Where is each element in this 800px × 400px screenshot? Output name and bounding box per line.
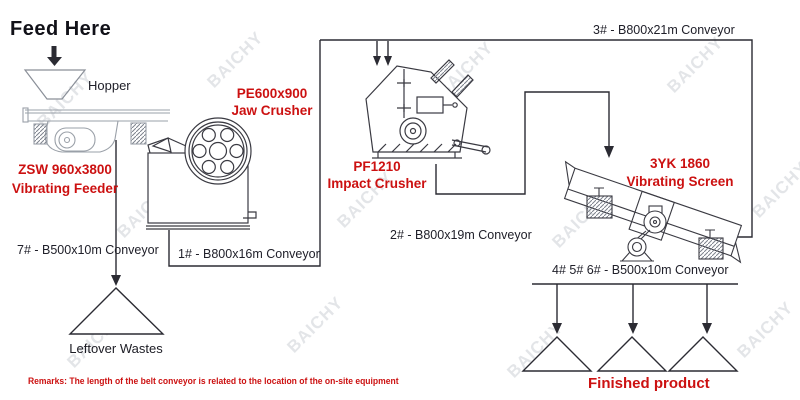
finished-product-label: Finished product bbox=[588, 375, 710, 392]
arrow-to-impact-1 bbox=[373, 56, 381, 66]
conveyor-7-label: 7# - B500x10m Conveyor bbox=[17, 243, 159, 257]
vibrating-screen-label: 3YK 1860 Vibrating Screen bbox=[608, 155, 752, 191]
conveyor-2-label: 2# - B800x19m Conveyor bbox=[390, 228, 532, 242]
vibrating-feeder-model: ZSW 960x3800 bbox=[18, 162, 112, 177]
vibrating-screen-model: 3YK 1860 bbox=[649, 156, 711, 171]
vibrating-screen-drawing bbox=[563, 160, 743, 264]
jaw-crusher-drawing bbox=[146, 117, 257, 230]
flow-arrowheads bbox=[47, 46, 712, 334]
impact-crusher-model: PF1210 bbox=[353, 159, 401, 174]
finished-pile-2 bbox=[596, 336, 668, 372]
arrow-to-impact-2 bbox=[384, 56, 392, 66]
feed-arrow-head bbox=[47, 57, 62, 66]
hopper-drawing bbox=[23, 69, 87, 100]
arrow-to-wastes bbox=[111, 275, 121, 286]
impact-crusher-label: PF1210 Impact Crusher bbox=[317, 158, 437, 192]
feed-here-label: Feed Here bbox=[10, 18, 112, 40]
conveyor-456-label: 4# 5# 6# - B500x10m Conveyor bbox=[552, 263, 729, 277]
finished-pile-1 bbox=[521, 336, 593, 372]
arrow-to-pile-1 bbox=[552, 323, 562, 334]
impact-crusher-name: Impact Crusher bbox=[327, 176, 427, 191]
arrow-to-screen bbox=[604, 146, 614, 158]
conveyor-456-drops bbox=[556, 284, 708, 324]
jaw-crusher-label: PE600x900 Jaw Crusher bbox=[222, 85, 322, 119]
conveyor-flow-lines bbox=[115, 39, 753, 324]
conveyor-1-line bbox=[168, 40, 321, 267]
arrow-to-pile-2 bbox=[628, 323, 638, 334]
conveyor-3-label: 3# - B800x21m Conveyor bbox=[593, 23, 735, 37]
arrow-to-pile-3 bbox=[702, 323, 712, 334]
vibrating-feeder-drawing bbox=[22, 107, 170, 153]
leftover-wastes-label: Leftover Wastes bbox=[69, 341, 163, 356]
impact-feed-arrows-shafts bbox=[376, 41, 389, 57]
vibrating-feeder-name: Vibrating Feeder bbox=[11, 181, 119, 196]
hopper-label: Hopper bbox=[88, 78, 131, 93]
vibrating-feeder-label: ZSW 960x3800 Vibrating Feeder bbox=[4, 160, 126, 198]
remarks-note: Remarks: The length of the belt conveyor… bbox=[28, 376, 399, 387]
feed-arrow-shaft bbox=[51, 46, 57, 57]
jaw-crusher-name: Jaw Crusher bbox=[231, 103, 313, 118]
jaw-crusher-model: PE600x900 bbox=[236, 86, 308, 101]
conveyor-2-line bbox=[435, 91, 610, 195]
leftover-pile-triangle bbox=[68, 287, 165, 335]
vibrating-screen-name: Vibrating Screen bbox=[626, 174, 734, 189]
conveyor-3-line bbox=[320, 39, 753, 238]
conveyor-1-label: 1# - B800x16m Conveyor bbox=[178, 247, 320, 261]
finished-pile-3 bbox=[667, 336, 739, 372]
impact-crusher-drawing bbox=[365, 59, 491, 159]
stockpiles bbox=[68, 287, 739, 372]
